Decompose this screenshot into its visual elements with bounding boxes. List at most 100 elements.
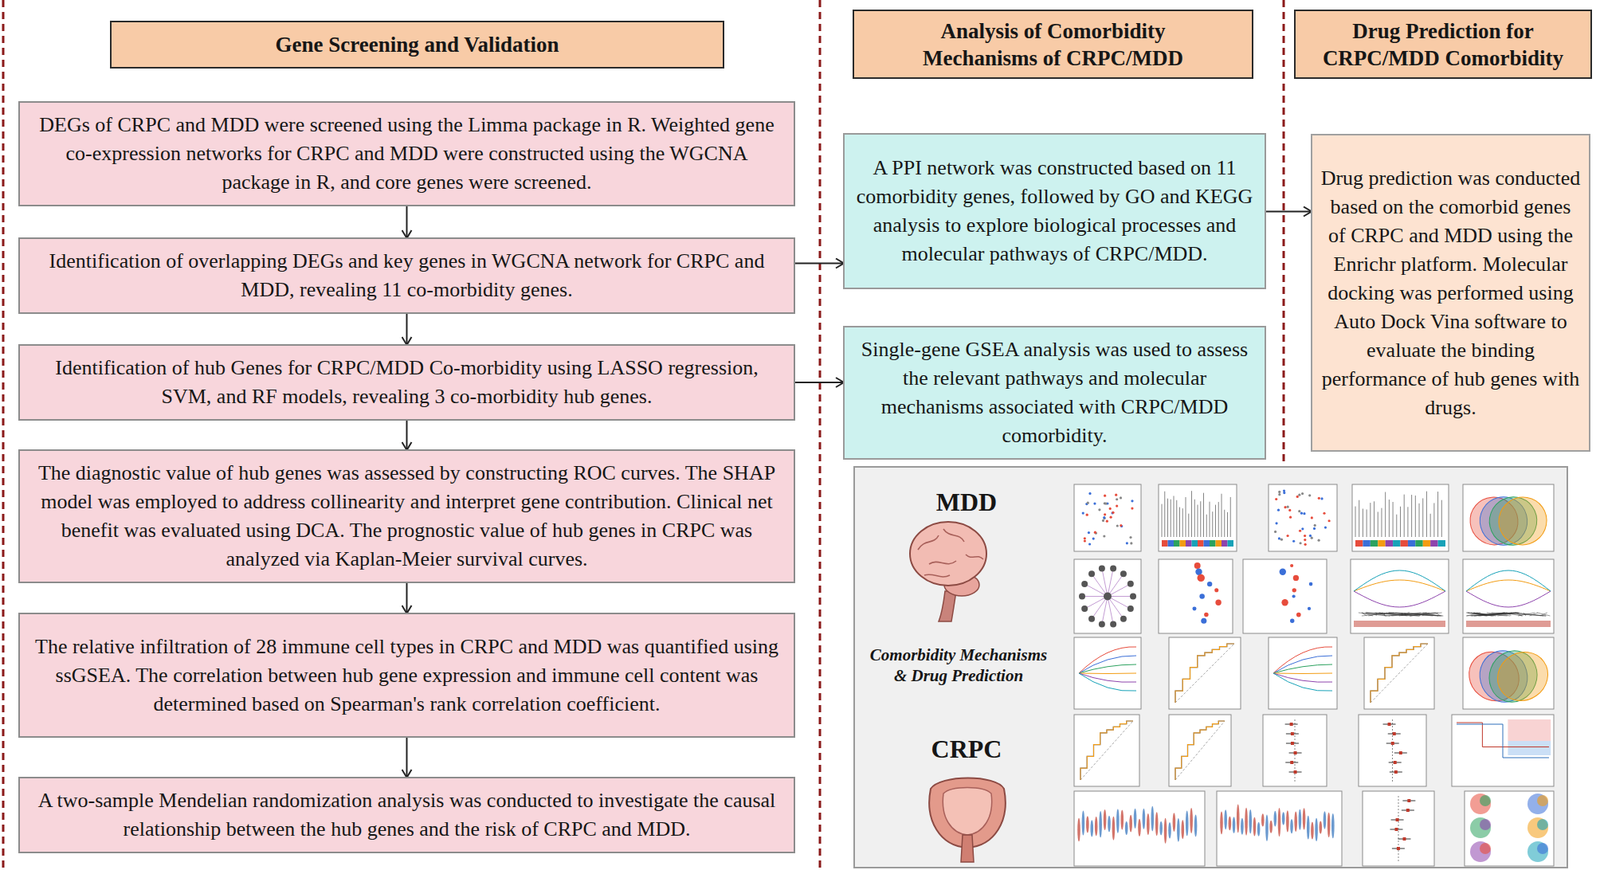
figure-stroke [1438,540,1446,547]
figure-stroke [1302,512,1306,515]
figure-stroke [1303,538,1306,542]
figure-stroke [1103,513,1106,516]
figure-stroke [1310,516,1314,519]
figure-stroke [1411,494,1412,538]
figure-stroke [1119,524,1122,527]
figure-stroke [1293,575,1299,581]
figure-stroke [1175,643,1235,703]
panel-ground [853,466,1569,869]
figure-stroke [1318,820,1322,834]
figure-stroke [1510,612,1546,616]
figure-stroke [1093,501,1096,505]
flow-arrow [1266,211,1311,213]
figure-stroke [1399,751,1403,755]
figure-stroke [1290,564,1294,568]
figure-stroke [1286,534,1289,538]
figure-stroke [1083,537,1087,540]
figure-stroke [1109,507,1112,510]
figure-stroke [1088,542,1091,546]
figure-stroke [1309,582,1314,587]
figure-stroke [1298,529,1302,533]
figure-stroke [1194,499,1196,538]
figure-stroke [1130,506,1134,510]
figure-panel: MDDComorbidity Mechanisms & Drug Predict… [853,466,1569,869]
figure-stroke [1094,531,1097,534]
figure-stroke [1352,484,1449,552]
figure-stroke [1274,498,1278,501]
figure-stroke [1361,612,1395,616]
node-text: Gene Screening and Validation [275,31,560,59]
figure-stroke [1317,539,1321,542]
node-text: Single-gene GSEA analysis was used to as… [855,335,1254,451]
flow-arrow [406,313,408,345]
process-box: Single-gene GSEA analysis was used to as… [843,325,1267,460]
figure-stroke [1470,841,1491,863]
figure-stroke [1274,521,1278,525]
figure-stroke [1358,714,1427,787]
flow-arrow [406,420,408,450]
figure-stroke [1479,819,1491,831]
figure-stroke [1309,534,1312,538]
figure-stroke [1471,612,1519,616]
figure-stroke [1362,509,1364,538]
figure-stroke [1306,815,1310,840]
figure-stroke [1074,484,1142,552]
figure-stroke [1376,612,1377,616]
figure-stroke [1423,540,1431,547]
figure-stroke [942,788,992,836]
process-box: The diagnostic value of hub genes was as… [18,449,796,584]
figure-stroke [1080,721,1134,781]
figure-stroke [1074,791,1205,867]
figure-stroke [1310,821,1314,840]
figure-stroke [1283,505,1287,509]
figure-stroke [1161,540,1169,547]
figure-stroke [1317,497,1321,500]
figure-stroke [1296,495,1299,499]
figure-stroke [1175,721,1225,781]
figure-stroke [1078,664,1137,674]
figure-stroke [1109,516,1113,519]
figure-stroke [1092,537,1095,541]
figure-stroke [1489,487,1557,554]
figure-stroke [1248,809,1252,834]
result-thumbnails [1074,484,1558,867]
figure-stroke [1094,816,1099,837]
figure-stroke [1406,808,1410,812]
figure-stroke [1362,540,1370,547]
node-text: Comorbidity Mechanisms & Drug Prediction [864,644,1053,687]
figure-stroke [1262,714,1327,787]
figure-stroke [1253,816,1257,836]
figure-stroke [1082,511,1085,514]
figure-stroke [1355,540,1363,547]
figure-stroke [1164,491,1165,538]
figure-stroke [1282,811,1286,825]
figure-stroke [1292,594,1296,598]
figure-stroke [938,591,957,622]
figure-stroke [1301,492,1304,495]
figure-stroke [1103,809,1107,831]
figure-stroke [1400,506,1401,538]
node-text: Drug prediction was conducted based on t… [1320,164,1581,423]
prostate-illustration [929,778,1006,863]
figure-stroke [1314,818,1318,842]
figure-stroke [1098,564,1106,572]
figure-stroke [1175,643,1235,703]
figure-stroke [1288,509,1291,512]
figure-stroke [1098,508,1101,511]
figure-stroke [1407,799,1411,803]
figure-stroke [1180,819,1185,840]
figure-stroke [1286,810,1290,832]
figure-stroke [1209,501,1211,538]
node-text: A two-sample Mendelian randomization ana… [32,786,781,844]
figure-stroke [1273,647,1333,674]
figure-stroke [1142,808,1146,830]
section-header: Analysis of Comorbidity Mechanisms of CR… [852,9,1254,79]
brain-illustration [909,521,987,622]
figure-stroke [1327,519,1330,522]
figure-stroke [1527,841,1549,863]
figure-stroke [1290,619,1295,624]
process-box: Drug prediction was conducted based on t… [1310,133,1591,452]
flow-arrow [406,583,408,613]
figure-stroke [1090,819,1094,837]
